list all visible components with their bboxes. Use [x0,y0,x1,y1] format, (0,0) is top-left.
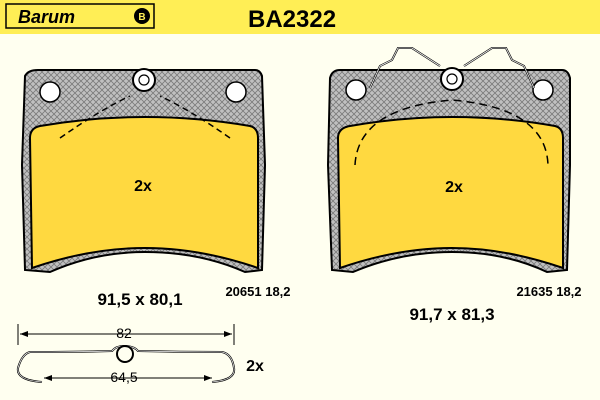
pad-right-hole-right [532,79,554,101]
dimension-line-total [20,331,232,337]
spring-inner-length: 64,5 [110,369,137,385]
part-number: BA2322 [248,6,336,33]
pad-left-hole-right [225,81,247,103]
pad-right-dimensions: 91,7 x 81,3 [409,305,494,324]
brand-logo-box [5,3,155,29]
pad-left-reference: 20651 18,2 [225,284,290,299]
brand-emblem-icon: B [134,8,150,24]
pad-right-reference: 21635 18,2 [516,284,581,299]
pad-right: 2x 91,7 x 81,3 21635 18,2 [326,47,582,324]
dimension-line-inner [44,375,212,381]
pad-right-quantity: 2x [445,179,463,196]
pad-left-clip-ring [132,68,156,92]
svg-text:B: B [138,12,145,23]
pad-left-wire-clip [59,95,231,139]
pad-left-dimensions: 91,5 x 80,1 [97,290,182,309]
spring-accessory: 82 64,5 2x [16,324,264,385]
brand-logo-text: Barum [18,7,75,27]
spring-total-length: 82 [116,325,132,341]
pad-right-dashed-outline [354,99,549,166]
spring-quantity: 2x [246,358,264,375]
pad-left-hole-left [39,81,61,103]
spring-center-loop [116,345,134,363]
pad-right-clip-ring [440,67,464,91]
pad-right-hole-left [345,79,367,101]
pad-left-friction [28,116,259,270]
pad-left-quantity: 2x [134,178,152,195]
pad-left: 2x 91,5 x 80,1 20651 18,2 [20,68,291,309]
pad-right-friction [336,116,564,270]
